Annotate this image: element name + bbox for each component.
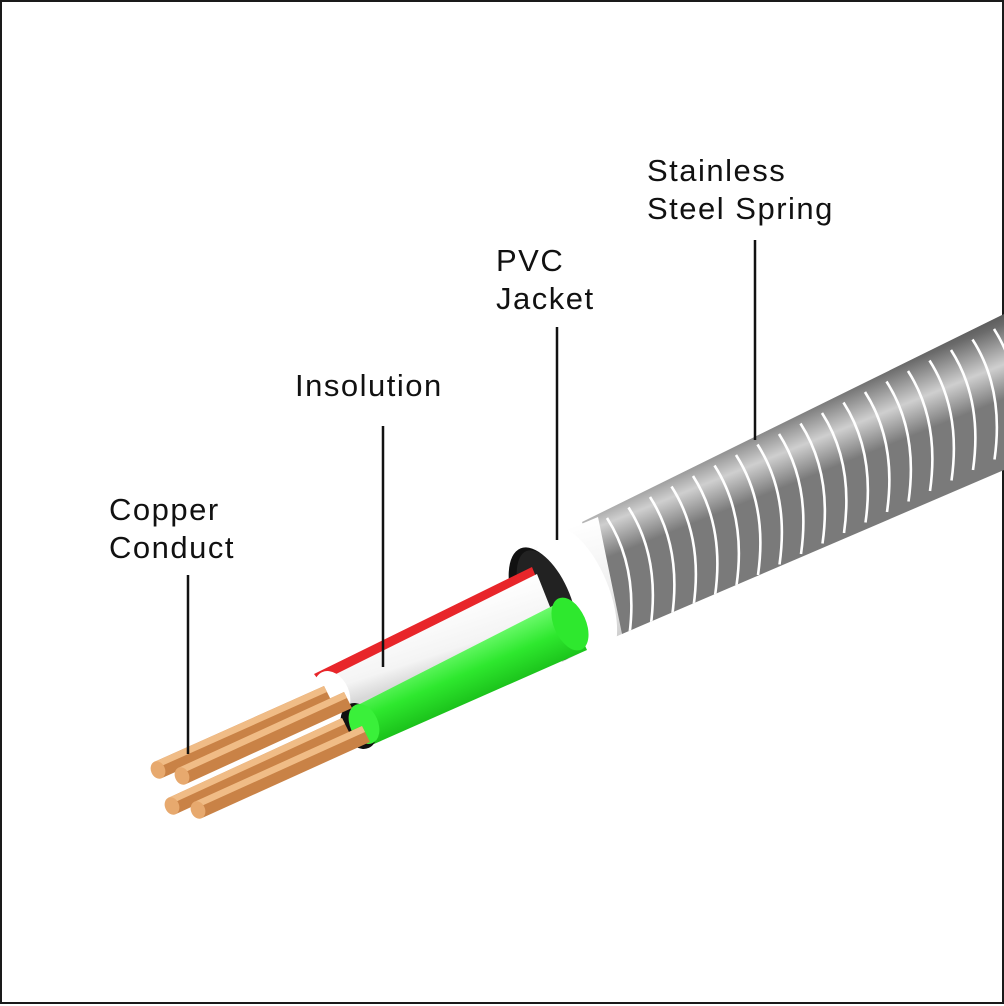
label-stainless-steel-spring: Stainless Steel Spring	[647, 152, 834, 228]
copper-strand	[150, 686, 332, 779]
steel-spring	[582, 314, 1004, 634]
label-stainless-line2: Steel Spring	[647, 191, 834, 226]
spring-coil	[713, 464, 741, 586]
copper-strand	[164, 718, 350, 815]
label-pvc-line1: PVC	[496, 243, 565, 278]
copper-conductors	[150, 686, 370, 819]
spring-coil	[906, 370, 934, 492]
spring-coil	[820, 412, 848, 534]
spring-coil	[627, 506, 655, 628]
label-pvc-jacket: PVC Jacket	[496, 242, 595, 318]
label-insolution: Insolution	[295, 367, 443, 405]
copper-strand	[190, 726, 370, 819]
label-copper-line1: Copper	[109, 492, 220, 527]
spring-coil	[777, 433, 805, 555]
label-stainless-line1: Stainless	[647, 153, 787, 188]
spring-coil	[928, 359, 956, 481]
copper-strand	[174, 692, 352, 785]
spring-coil	[842, 401, 870, 523]
spring-coil	[799, 422, 827, 544]
spring-coil	[885, 380, 913, 502]
label-copper-conduct: Copper Conduct	[109, 491, 235, 567]
spring-coil	[605, 517, 633, 634]
spring-coil	[734, 454, 762, 576]
green-insulated-wire	[340, 597, 589, 749]
spring-coil	[863, 391, 891, 513]
spring-coil	[992, 328, 1004, 450]
spring-coil	[691, 475, 719, 597]
spring-coil	[648, 496, 676, 618]
label-copper-line2: Conduct	[109, 530, 235, 565]
label-pvc-line2: Jacket	[496, 281, 595, 316]
label-insolution-line1: Insolution	[295, 368, 443, 403]
spring-coil	[756, 443, 784, 565]
spring-coil	[670, 485, 698, 607]
red-insulated-wire	[313, 567, 556, 717]
spring-coil	[949, 349, 977, 471]
spring-coils	[605, 328, 1004, 634]
spring-coil	[971, 338, 999, 460]
